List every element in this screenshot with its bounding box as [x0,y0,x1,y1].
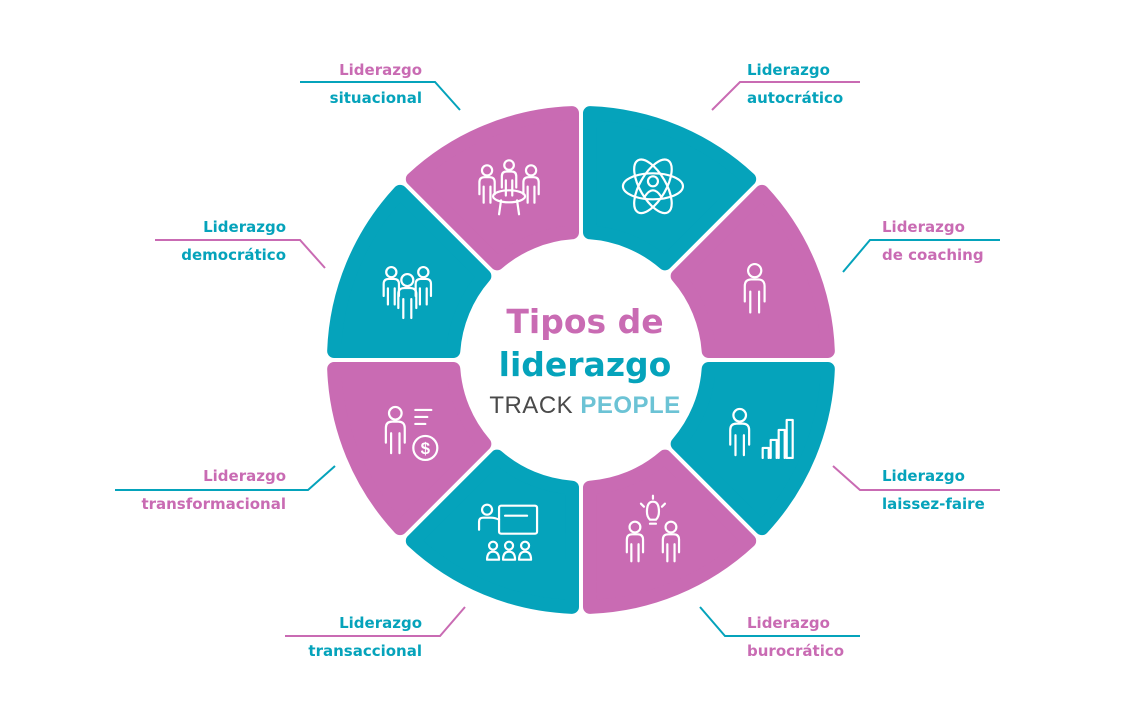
label-coaching-line2: de coaching [882,246,984,264]
presentation-board-icon [477,503,539,561]
label-burocratico-line2: burocrático [747,642,845,660]
person-growth-chart-icon [729,407,794,460]
label-situacional: Liderazgo situacional [330,56,422,112]
meeting-table-icon [478,159,540,216]
label-burocratico-line1: Liderazgo [747,614,830,632]
wheel-segment [670,184,835,359]
atom-person-icon [621,158,685,215]
label-autocratico: Liderazgo autocrático [747,56,843,112]
diagram-title-line2: liderazgo [498,345,672,384]
label-burocratico: Liderazgo burocrático [747,609,844,665]
label-laissez-faire: Liderazgo laissez-faire [882,462,985,518]
label-transformacional-line2: transformacional [141,495,286,513]
label-democratico-line1: Liderazgo [203,218,286,236]
wheel-icons: $ [382,158,794,563]
person-icon [743,262,766,314]
brand-logo-part2: PEOPLE [580,392,681,419]
wheel-segment [327,184,492,359]
leader-line [285,606,466,637]
label-laissez-line1: Liderazgo [882,467,965,485]
wheel-segment [582,106,757,271]
brand-logo: TRACK PEOPLE [470,392,700,420]
leader-line [699,606,860,637]
wheel-segment [327,361,492,536]
label-situacional-line2: situacional [329,89,422,107]
label-laissez-line2: laissez-faire [882,495,985,513]
group-people-icon [382,265,433,320]
leader-line [832,465,1000,491]
wheel-segment [670,361,835,536]
label-democratico: Liderazgo democrático [181,213,286,269]
wheel-segment [405,106,580,271]
wheel-segments [327,106,835,614]
label-democratico-line2: democrático [181,246,286,264]
label-transaccional-line1: Liderazgo [339,614,422,632]
label-transaccional-line2: transaccional [308,642,422,660]
person-money-icon: $ [384,405,439,462]
label-leader-lines [115,81,1000,637]
leader-line [842,239,1000,273]
label-transformacional-line1: Liderazgo [203,467,286,485]
wheel-segment [405,449,580,614]
label-coaching: Liderazgo de coaching [882,213,984,269]
brand-logo-part1: TRACK [489,392,574,419]
label-transformacional: Liderazgo transformacional [141,462,286,518]
svg-text:$: $ [421,439,431,458]
leader-line [711,81,860,111]
label-autocratico-line2: autocrático [747,89,844,107]
people-lightbulb-icon [625,494,681,563]
leader-line [300,81,461,111]
leader-line [155,239,326,269]
diagram-title-line1: Tipos de [506,302,664,341]
label-coaching-line1: Liderazgo [882,218,965,236]
label-transaccional: Liderazgo transaccional [308,609,422,665]
label-autocratico-line1: Liderazgo [747,61,830,79]
label-situacional-line1: Liderazgo [339,61,422,79]
leader-line [115,465,336,491]
